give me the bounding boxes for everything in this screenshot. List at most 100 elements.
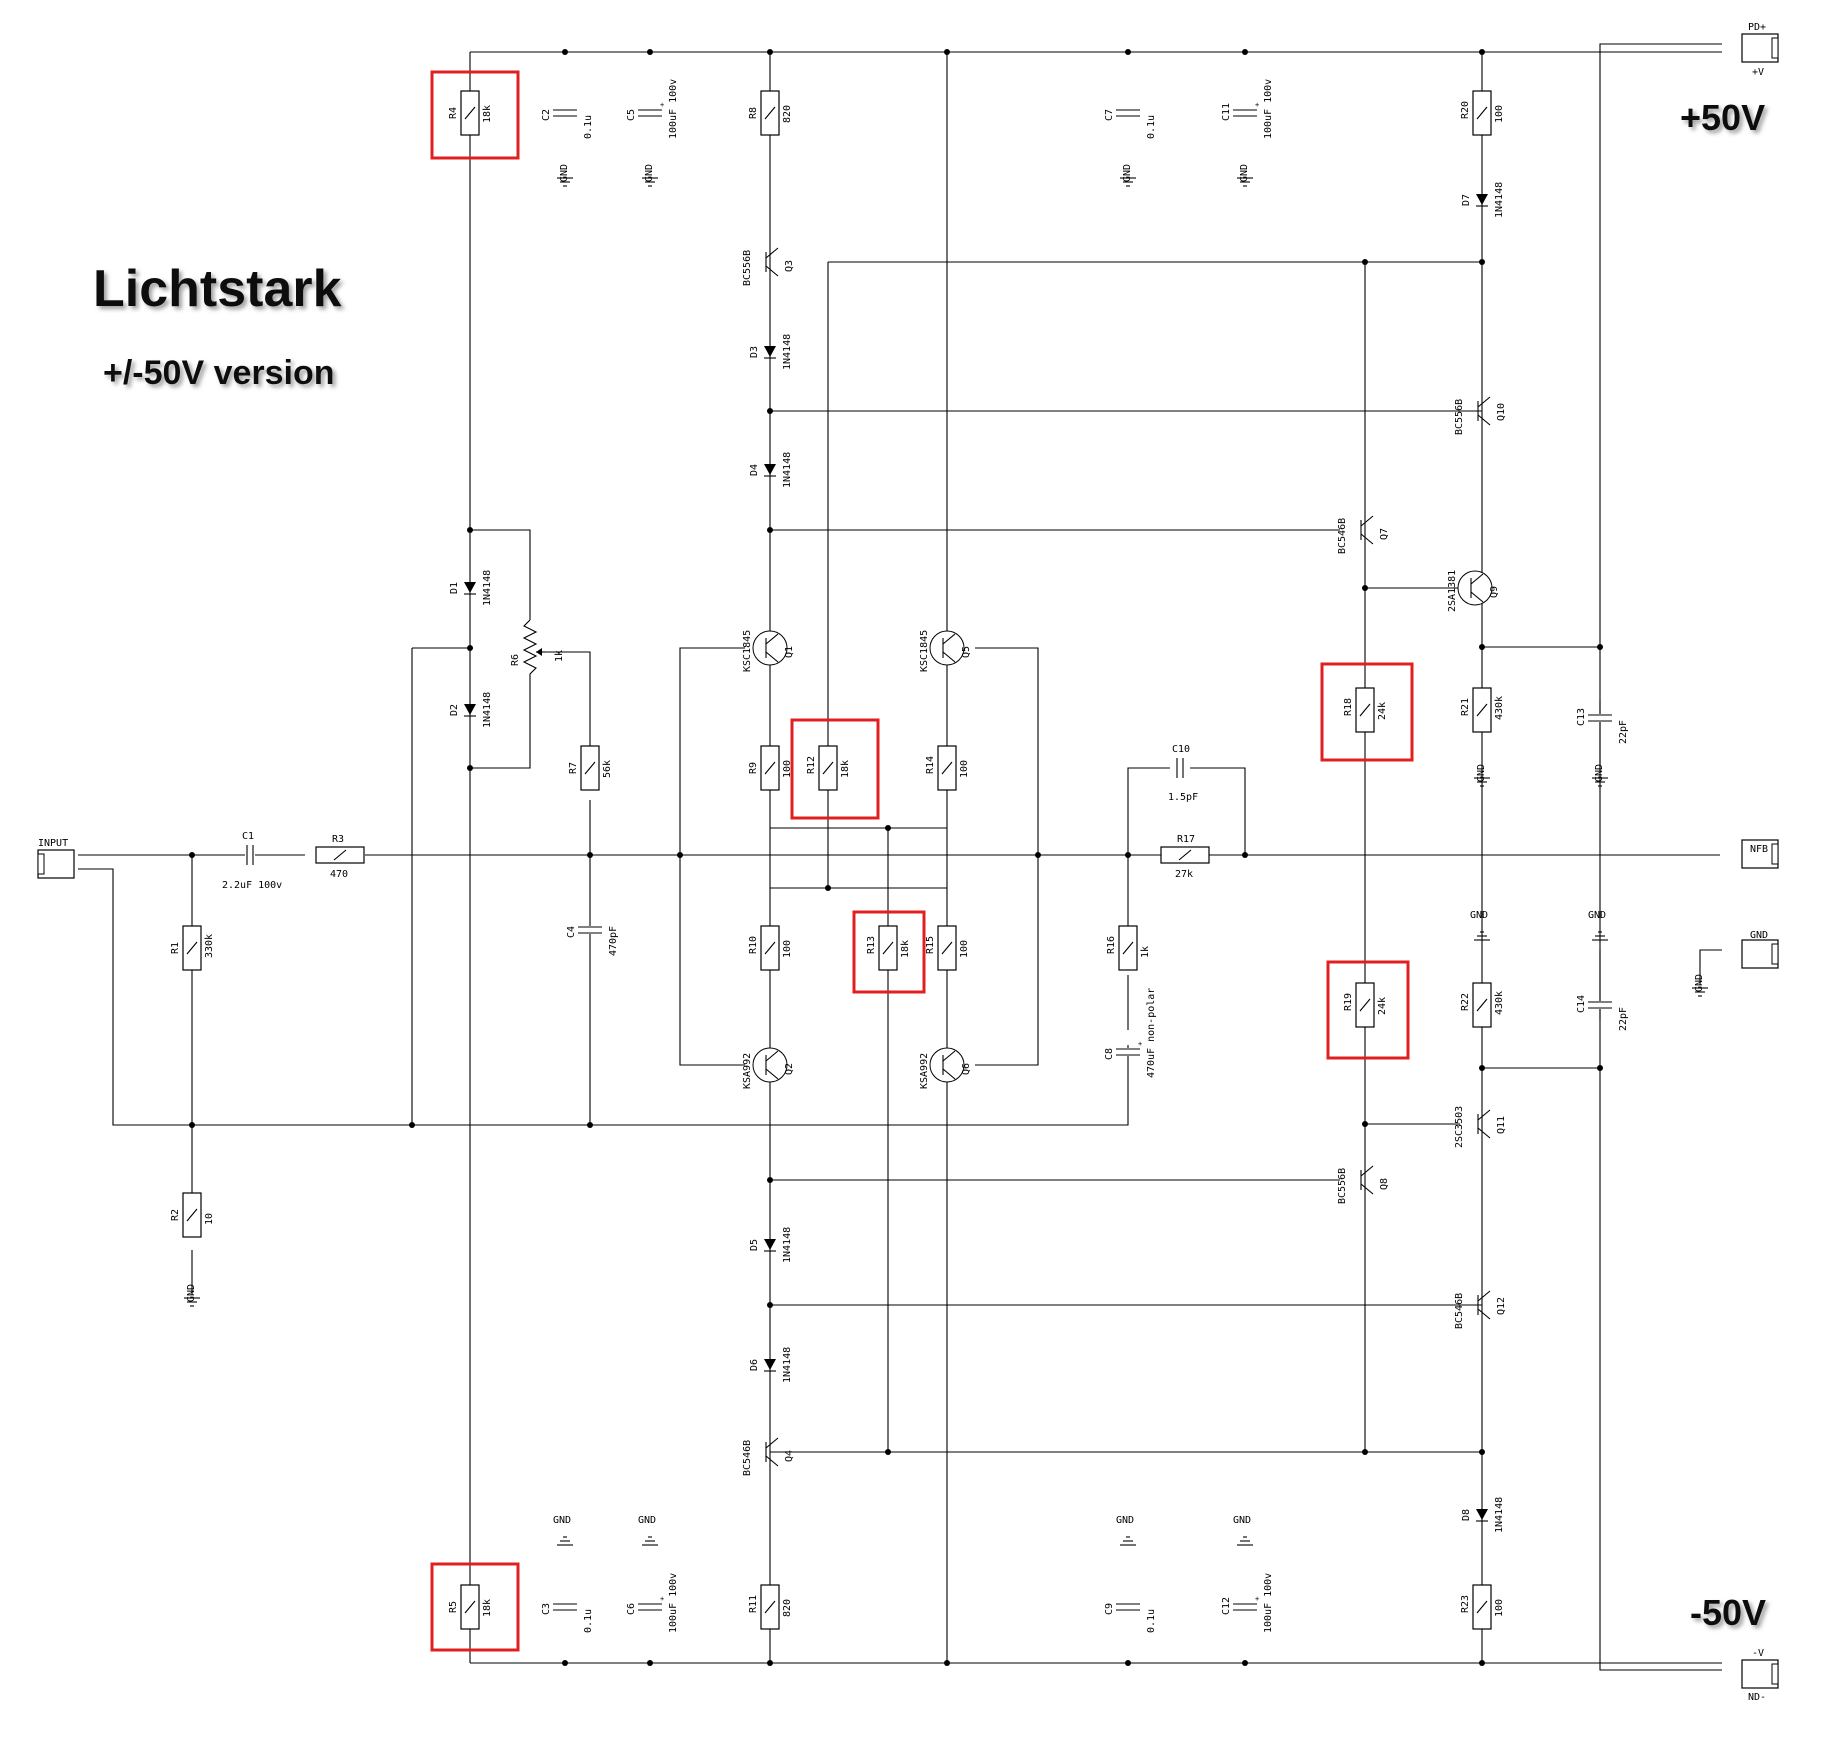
q1-ref: Q1	[784, 646, 795, 658]
q5-ref: Q5	[961, 646, 972, 658]
c4-value: 470pF	[608, 926, 619, 956]
q9-value: 2SA1381	[1447, 570, 1458, 612]
gnd-symbol-bottom-2-label: GND	[1116, 1515, 1134, 1526]
gnd-connector: GND	[1741, 930, 1779, 969]
c14-value: 22pF	[1618, 1007, 1629, 1031]
q8-ref: Q8	[1379, 1178, 1390, 1190]
input-connector-label: INPUT	[38, 838, 68, 849]
pd-plus-connector-label: PD+	[1748, 22, 1766, 33]
c11-value: 100uF 100v	[1263, 79, 1274, 139]
d4-value: 1N4148	[782, 452, 793, 488]
c11-ref: C11	[1221, 103, 1232, 121]
q7-ref: Q7	[1379, 528, 1390, 540]
q1-value: KSC1845	[742, 630, 753, 672]
q8-value: BC556B	[1337, 1168, 1348, 1204]
r2-value: 10	[204, 1213, 215, 1225]
q11-ref: Q11	[1496, 1116, 1507, 1134]
d5-ref: D5	[749, 1239, 760, 1251]
d3-value: 1N4148	[782, 334, 793, 370]
schematic-subtitle: +/-50V version	[103, 354, 335, 392]
highlight-r12	[790, 718, 880, 820]
d7-value: 1N4148	[1494, 182, 1505, 218]
q10-ref: Q10	[1496, 403, 1507, 421]
d1-value: 1N4148	[482, 570, 493, 606]
c6-ref: C6	[626, 1603, 637, 1615]
highlight-r4	[430, 70, 520, 160]
minus-v-label: -V	[1752, 1648, 1764, 1659]
r1-ref: R1	[170, 942, 181, 954]
r20-ref: R20	[1460, 101, 1471, 119]
gnd-symbol-top-2: GND	[1120, 164, 1136, 187]
d5-value: 1N4148	[782, 1227, 793, 1263]
gnd-symbol-bottom-2: GND	[1116, 1515, 1136, 1546]
gnd-symbol-bottom-3-label: GND	[1233, 1515, 1251, 1526]
c4-ref: C4	[566, 926, 577, 938]
r8-value: 820	[782, 105, 793, 123]
r11-value: 820	[782, 1599, 793, 1617]
gnd-symbol-top-1: GND	[642, 164, 658, 187]
r23-ref: R23	[1460, 1595, 1471, 1613]
q6-ref: Q6	[961, 1063, 972, 1075]
r4-ref: R4	[448, 107, 459, 119]
c9-value: 0.1u	[1146, 1609, 1157, 1633]
d8-ref: D8	[1461, 1509, 1472, 1521]
r20-value: 100	[1494, 105, 1505, 123]
r11-ref: R11	[748, 1595, 759, 1613]
r12-value: 18k	[840, 760, 851, 778]
d7-ref: D7	[1461, 194, 1472, 206]
r23-value: 100	[1494, 1599, 1505, 1617]
highlight-r5	[430, 1562, 520, 1652]
r1-value: 330k	[204, 934, 215, 958]
q12-ref: Q12	[1496, 1297, 1507, 1315]
capacitor-c1: C1 2.2uF 100v	[222, 831, 282, 891]
gnd-symbol-bottom-4-label: GND	[1470, 910, 1488, 921]
c1-ref: C1	[242, 831, 254, 842]
q9-ref: Q9	[1489, 586, 1500, 598]
transistor-q1: Q1 KSC1845	[742, 630, 795, 672]
plus-v-label: +V	[1752, 67, 1764, 78]
svg-text:+: +	[1255, 1595, 1259, 1603]
r3-ref: R3	[332, 834, 344, 845]
d6-ref: D6	[749, 1359, 760, 1371]
r7-value: 56k	[602, 760, 613, 778]
r18-ref: R18	[1343, 698, 1354, 716]
c1-value: 2.2uF 100v	[222, 880, 282, 891]
c13-ref: C13	[1576, 708, 1587, 726]
gnd-symbol-top-6-label: GND	[186, 1284, 197, 1302]
rail-negative-label: -50V	[1690, 1592, 1766, 1633]
q2-ref: Q2	[784, 1063, 795, 1075]
pd-plus-connector: PD+	[1741, 22, 1779, 63]
c10-value: 1.5pF	[1168, 792, 1198, 803]
c3-ref: C3	[541, 1603, 552, 1615]
input-connector: INPUT	[37, 838, 75, 879]
svg-text:+: +	[660, 101, 664, 109]
gnd-symbol-bottom-0: GND	[553, 1515, 573, 1546]
c13-value: 22pF	[1618, 720, 1629, 744]
